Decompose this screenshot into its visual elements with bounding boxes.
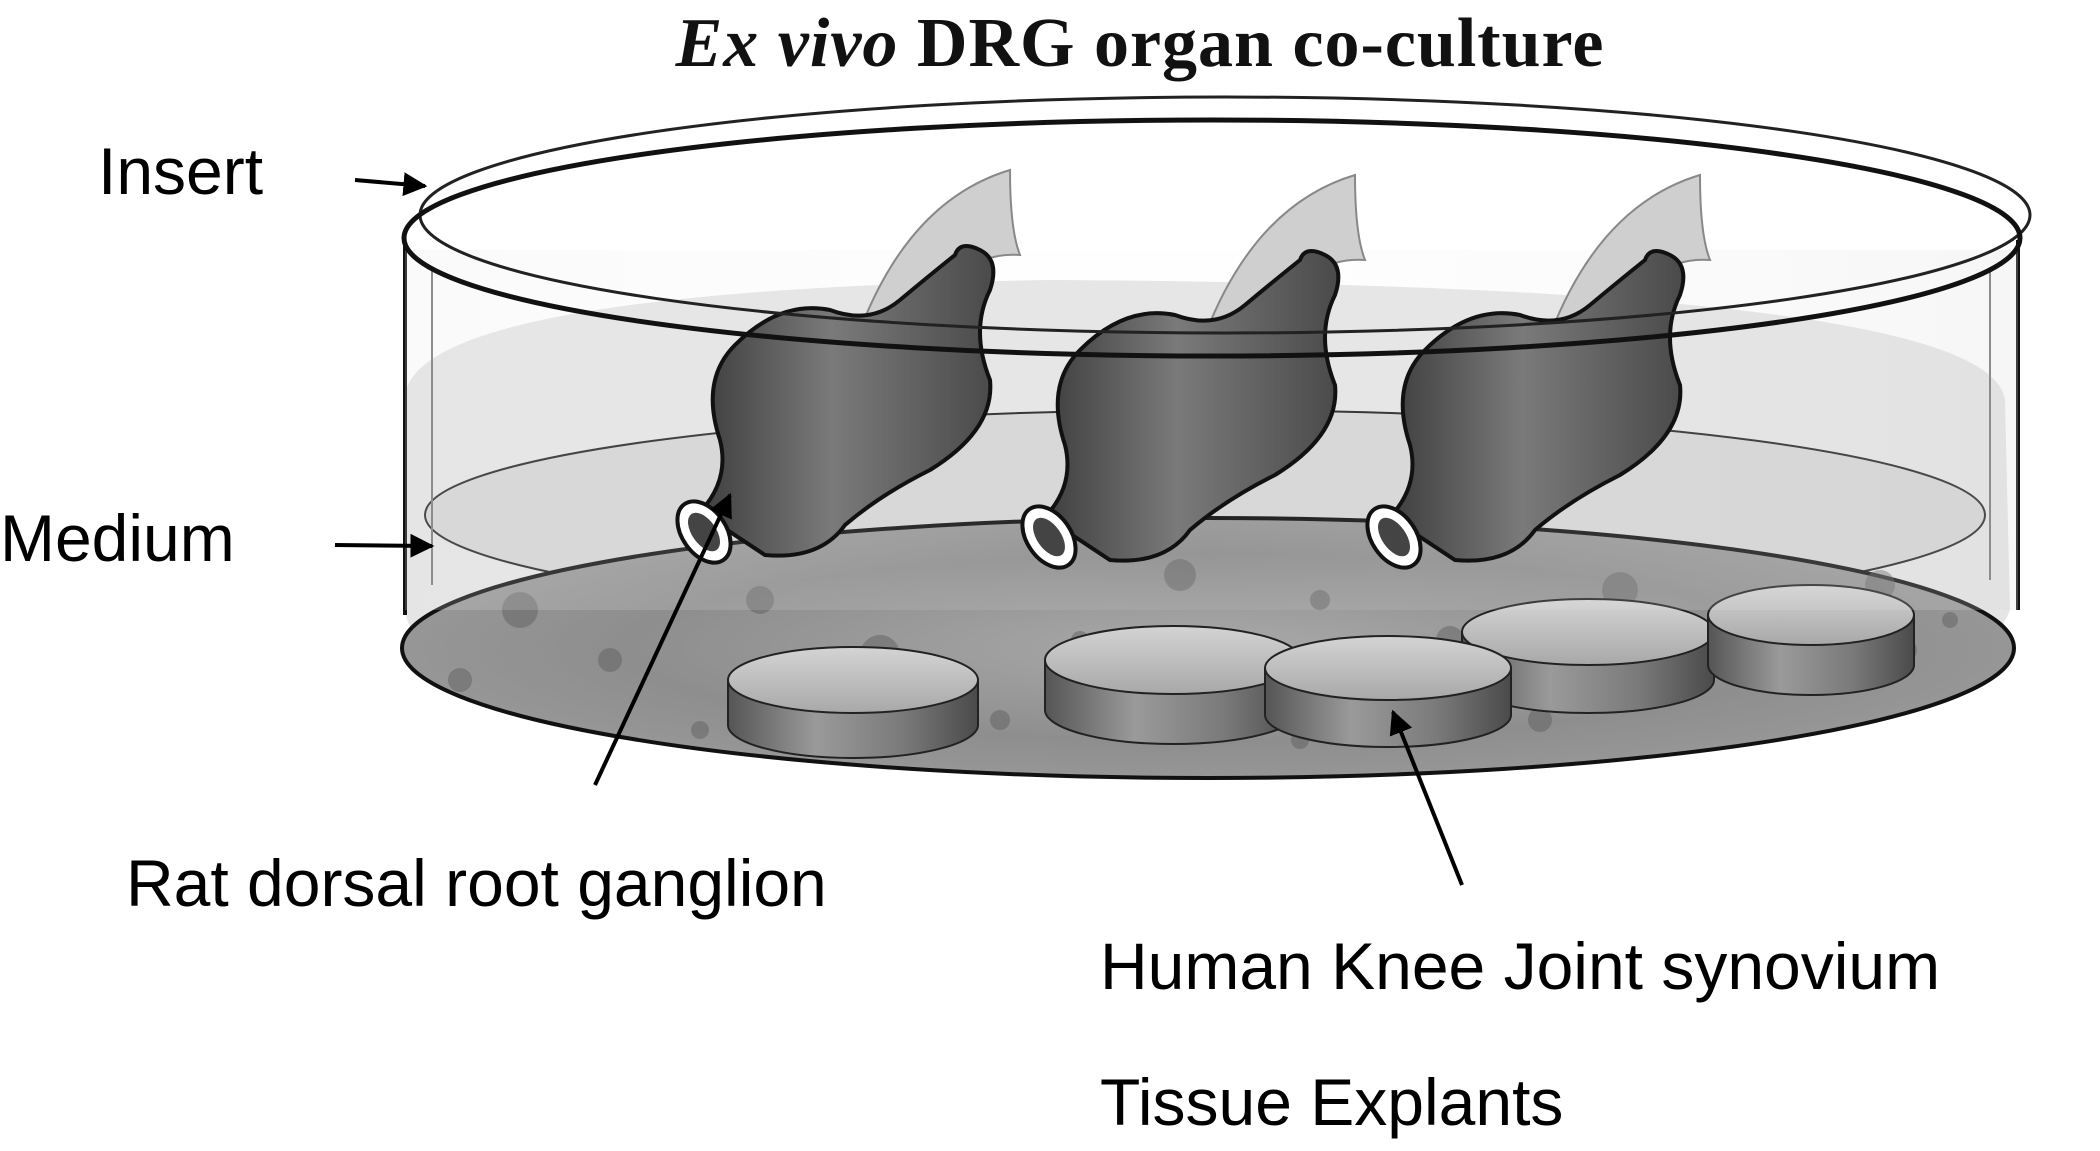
explant-disc — [1044, 625, 1302, 745]
dorsal-root-ganglia — [675, 168, 1712, 570]
drg-arrow — [593, 492, 732, 786]
insert-rim — [401, 117, 2023, 359]
explant-disc — [1461, 598, 1715, 714]
title-rest: DRG organ co-culture — [898, 5, 1605, 82]
medium-arrow — [334, 533, 435, 558]
diagram-title: Ex vivo DRG organ co-culture — [0, 4, 2100, 84]
insert-label: Insert — [98, 134, 264, 208]
explant-disc — [1264, 635, 1512, 748]
ganglion — [1020, 173, 1367, 570]
title-italic: Ex vivo — [675, 5, 899, 82]
drg-label: Rat dorsal root ganglion — [126, 846, 827, 920]
synovium-label-line2: Tissue Explants — [1100, 1065, 1564, 1139]
insert-arrow — [354, 172, 428, 197]
synovium-arrow — [1389, 709, 1464, 886]
explant-disc — [727, 646, 979, 759]
synovium-explants — [727, 584, 1915, 759]
medium-label: Medium — [0, 501, 235, 575]
synovium-label-line1: Human Knee Joint synovium — [1100, 929, 1941, 1003]
